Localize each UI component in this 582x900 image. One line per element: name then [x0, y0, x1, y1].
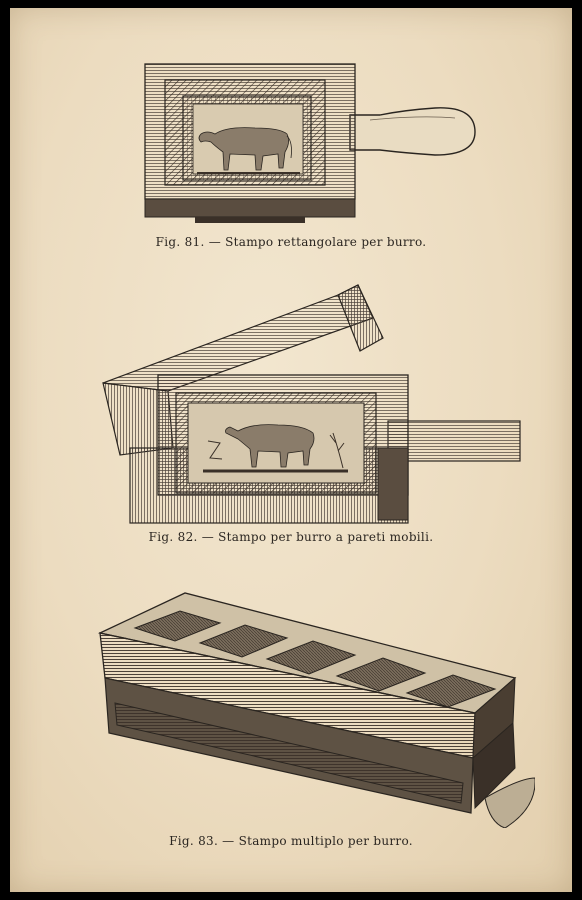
- book-page: Fig. 81. — Stampo rettangolare per burro…: [10, 8, 572, 892]
- cow-engraving-2: [225, 424, 315, 468]
- figure-81-illustration: [135, 60, 480, 225]
- figure-82-caption: Fig. 82. — Stampo per burro a pareti mob…: [148, 530, 434, 544]
- figure-81-caption: Fig. 81. — Stampo rettangolare per burro…: [155, 235, 427, 249]
- figure-82-illustration: [98, 283, 528, 528]
- cow-engraving: [198, 127, 292, 171]
- figure-83-caption: Fig. 83. — Stampo multiplo per burro.: [169, 834, 413, 848]
- figure-83-illustration: [95, 583, 535, 828]
